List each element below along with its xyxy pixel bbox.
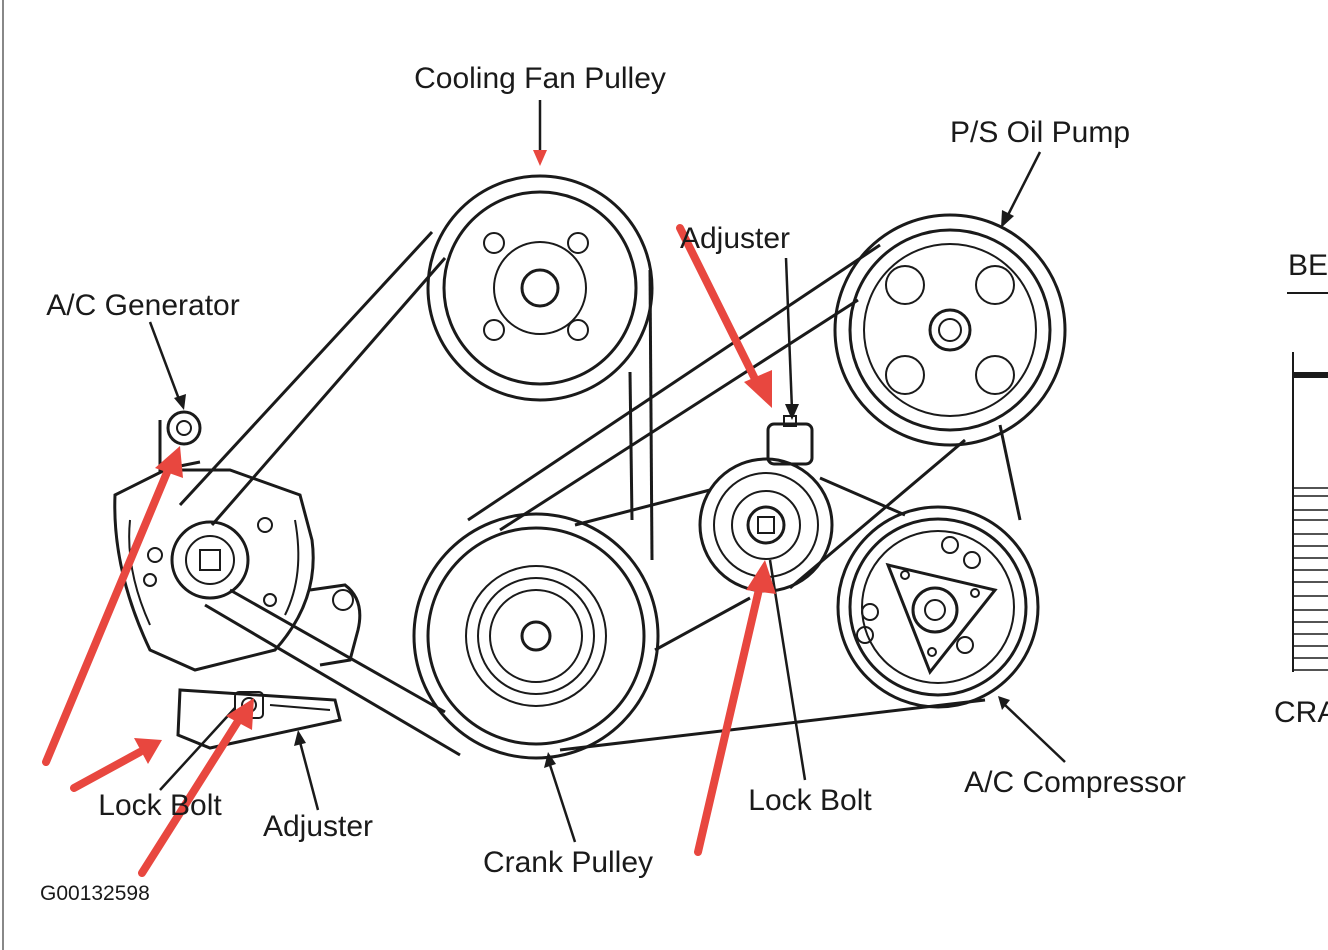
red-arrow-right-adjuster	[676, 224, 772, 408]
annotation-arrows	[42, 224, 776, 877]
belt-crank-compressor-bottom	[559, 698, 986, 752]
side-panel: BE CRA	[1274, 249, 1328, 729]
figure-code: G00132598	[40, 882, 150, 905]
label-adjuster-bottom: Adjuster	[263, 810, 373, 843]
side-label-fragment: CRA	[1274, 696, 1328, 729]
belt-generator-fan-outer	[178, 230, 434, 507]
label-crank-pulley: Crank Pulley	[483, 846, 653, 879]
ac-generator	[113, 410, 362, 750]
belt-generator-fan-inner	[210, 257, 447, 526]
label-ps-oil-pump: P/S Oil Pump	[950, 116, 1130, 149]
belt-crank-tensioner-low	[654, 596, 751, 652]
label-adjuster-top: Adjuster	[680, 222, 790, 255]
belt-generator-crank-outer	[204, 603, 461, 757]
belt-tensioner-compressor	[819, 476, 906, 517]
belt-crank-pspump-upper	[467, 243, 881, 522]
drive-belts	[178, 230, 1022, 757]
ps-oil-pump-pulley	[833, 213, 1067, 447]
label-ac-generator: A/C Generator	[46, 289, 239, 322]
side-heading-fragment: BE	[1288, 249, 1328, 282]
ac-compressor-pulley	[836, 505, 1040, 709]
leader-lines	[148, 100, 1066, 843]
belt-crank-tensioner	[574, 488, 711, 527]
label-lock-bolt-left: Lock Bolt	[98, 789, 222, 822]
belt-generator-crank-inner	[229, 588, 446, 714]
belt-pspump-compressor-outer	[998, 424, 1022, 521]
cooling-fan-pulley	[426, 174, 654, 402]
belt-crank-pspump-lower	[499, 298, 859, 532]
label-lock-bolt-right: Lock Bolt	[748, 784, 872, 817]
label-cooling-fan-pulley: Cooling Fan Pulley	[414, 62, 666, 95]
label-ac-compressor: A/C Compressor	[964, 766, 1186, 799]
red-arrow-left-adjuster	[138, 698, 254, 877]
red-arrow-left-lockbolt	[70, 738, 162, 792]
crank-pulley	[412, 512, 660, 760]
red-arrow-right-lockbolt	[694, 560, 776, 856]
belt-fan-crank-outer	[648, 269, 654, 561]
red-arrow-generator	[42, 446, 183, 766]
component-labels: Cooling Fan Pulley P/S Oil Pump Adjuster…	[40, 62, 1186, 905]
